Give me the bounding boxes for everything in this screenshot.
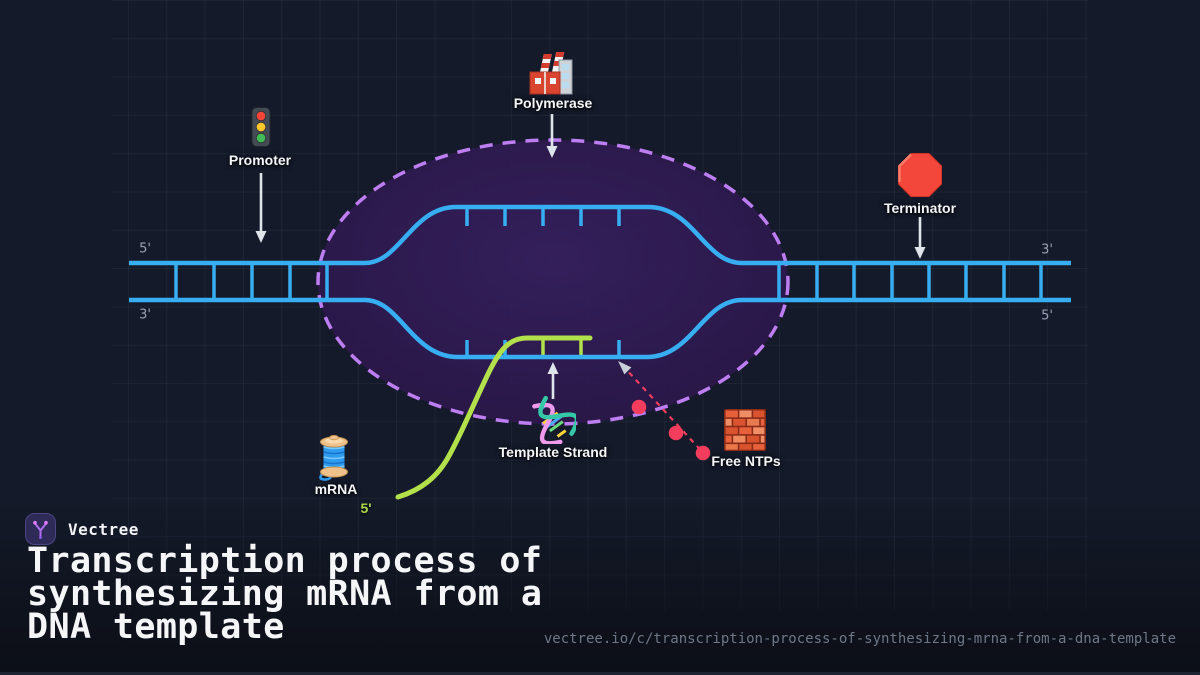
- mrna-label: mRNA: [314, 481, 358, 497]
- promoter-label: Promoter: [228, 152, 292, 168]
- strand-end-label-left-top: 5': [139, 241, 151, 257]
- mrna-end-label: 5': [360, 500, 372, 516]
- ntp-dot: [631, 399, 647, 415]
- promoter-arrow-icon: [255, 173, 267, 243]
- page-title-line: Transcription process of: [27, 541, 543, 581]
- strand-end-label-right-bottom: 5': [1041, 308, 1053, 324]
- template-strand-label: Template Strand: [498, 444, 608, 460]
- page-title-line: DNA template: [27, 607, 285, 647]
- dna-rungs-left: [174, 265, 329, 298]
- terminator-label: Terminator: [883, 200, 957, 216]
- thread-spool-icon: [319, 435, 348, 481]
- bottom-edge-strip: [0, 672, 1200, 675]
- stop-sign-icon: [898, 153, 942, 197]
- brand-name: Vectree: [68, 519, 139, 539]
- ntp-dot: [668, 425, 684, 441]
- strand-end-label-left-bottom: 3': [139, 307, 151, 323]
- ntp-dot: [695, 445, 711, 461]
- brick-icon: [724, 409, 766, 451]
- traffic-light-icon: [251, 107, 271, 147]
- vectree-logo-icon: [25, 513, 56, 545]
- page-title-line: synthesizing mRNA from a: [27, 574, 543, 614]
- polymerase-label: Polymerase: [513, 95, 593, 111]
- dna-helix-icon: [532, 396, 576, 444]
- dna-rungs-right: [777, 265, 1043, 298]
- brand-row: Vectree: [25, 513, 139, 545]
- strand-end-label-right-top: 3': [1041, 242, 1053, 258]
- free-ntps-label: Free NTPs: [711, 453, 781, 469]
- terminator-arrow-icon: [914, 217, 926, 259]
- page-title: Transcription process of synthesizing mR…: [27, 541, 543, 647]
- factory-icon: [529, 52, 573, 95]
- footer-url: vectree.io/c/transcription-process-of-sy…: [543, 631, 1176, 647]
